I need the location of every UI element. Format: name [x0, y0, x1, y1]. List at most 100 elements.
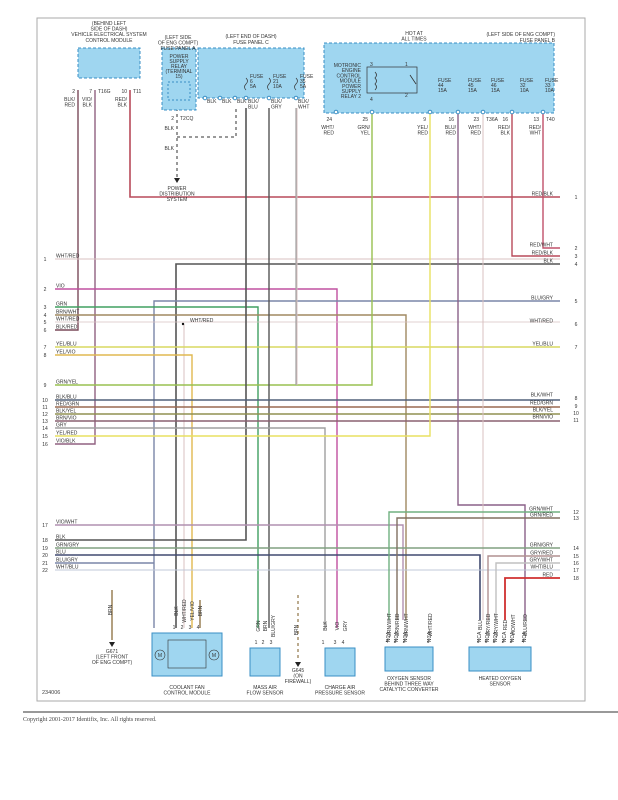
left-wire-number: 10	[42, 398, 48, 404]
relay-coil-icon	[374, 71, 377, 91]
left-wire-number: 18	[42, 538, 48, 544]
heated_o2-nca: NCA	[485, 631, 491, 642]
maf-box	[249, 647, 281, 677]
vesc-pin-wire: RED/	[115, 97, 128, 103]
heated_o2-pin-number: 6	[485, 639, 488, 645]
fuse-panel-b-wire: BLU/	[445, 125, 457, 131]
left-wire-number: 16	[42, 442, 48, 448]
charge_air-name: CHARGE AIR	[325, 685, 356, 691]
left-wire-label: VIO/BLK	[56, 439, 76, 445]
wire-gry-red-15	[487, 555, 560, 620]
fuse-panel-a-box	[161, 47, 197, 111]
fuse-panel-b-fuse: 46	[491, 83, 497, 89]
left-wire-number: 2	[44, 287, 47, 293]
wire-grn-3	[55, 306, 259, 628]
heated_o2-box	[468, 646, 532, 672]
panel-a-connector-id: T2CQ	[180, 116, 193, 122]
o2_behind-pin-wire: GRN/WHT	[387, 613, 393, 637]
o2_behind-pin-number: 1	[427, 639, 430, 645]
ecm-power-relay-label: ENGINE	[342, 68, 362, 74]
fuse-panel-c-fuse: 21	[273, 79, 279, 85]
wire-vio-blk-16	[55, 90, 96, 445]
right-wire-number: 11	[573, 418, 578, 424]
g645-label: G645	[292, 668, 304, 674]
right-wire-number: 13	[573, 516, 579, 522]
right-wire-number: 14	[573, 546, 579, 552]
fuse-panel-b-pin: 24	[326, 117, 332, 123]
left-wire-label: WHT/RED	[56, 317, 80, 323]
terminal-icon	[369, 109, 375, 115]
wire-blk-blu-18	[55, 108, 247, 541]
right-wire-label: BLK/WHT	[531, 393, 553, 399]
coolant_fan-pin-wire: BLK	[174, 606, 180, 616]
fuse-panel-b-fuse: FUSE	[520, 78, 534, 84]
o2_behind-nca: NCA	[403, 631, 409, 642]
fuse-panel-b-fuse: 10A	[520, 88, 530, 94]
right-wire-label: GRN/RED	[530, 513, 553, 519]
coolant_fan-name: CONTROL MODULE	[163, 691, 211, 697]
left-wire-label: GRY	[56, 423, 67, 429]
right-wire-number: 5	[575, 299, 578, 305]
copyright-text: Copyright 2001-2017 Identifix, Inc. All …	[23, 717, 157, 723]
labels-layer: 1WHT/RED2VIO3GRN4BRN/WHT5WHT/RED6BLK/RED…	[42, 21, 579, 697]
left-wire-number: 4	[44, 313, 47, 319]
left-wire-number: 17	[42, 523, 48, 529]
right-wire-number: 16	[573, 561, 579, 567]
heated_o2-pin-wire: BLU	[478, 620, 484, 630]
wire-blu-red	[457, 108, 526, 620]
right-wire-number: 7	[575, 345, 578, 351]
heated_o2-nca: NCA	[477, 631, 483, 642]
o2_behind-nca: NCA	[427, 631, 433, 642]
left-wire-number: 6	[44, 328, 47, 334]
maf-pin-wire: BLU/GRY	[271, 614, 277, 637]
fuse-panel-b-wire: RED/	[529, 125, 542, 131]
coolant_fan-name: COOLANT FAN	[169, 685, 205, 691]
maf-pin-number: 1	[255, 640, 258, 646]
wire-red-wht-2	[542, 108, 560, 249]
fuse-panel-b-fuse: 15A	[438, 88, 448, 94]
maf-pin-wire: BRN	[263, 620, 269, 631]
fuse-panel-c-wire: BLU	[248, 105, 258, 111]
fuse-panel-b-location: (LEFT SIDE OF ENG COMPT)	[486, 32, 555, 38]
fuse-panel-b-pin: 23	[473, 117, 479, 123]
vesc-location: (BEHIND LEFT	[92, 21, 126, 27]
left-wire-label: VIO	[56, 284, 65, 290]
wire-brn-wht-4	[55, 314, 407, 620]
fuse-panel-b-box	[323, 42, 555, 114]
left-wire-label: VIO/WHT	[56, 520, 77, 526]
coolant_fan-pin-wire: WHT/RED	[182, 599, 188, 623]
wire-blu-20	[55, 554, 481, 620]
fuse-panel-c-wire: BLK	[207, 99, 217, 105]
right-wire-number: 15	[573, 554, 579, 560]
left-wire-number: 3	[44, 305, 47, 311]
wire-vio-wht-17	[55, 524, 404, 620]
fuse-panel-b-wire: RED/	[498, 125, 511, 131]
o2_behind-pin-wire: GRN/RED	[395, 613, 401, 636]
fuse-panel-b-wire: BLK	[501, 131, 511, 137]
right-wire-number: 2	[575, 246, 578, 252]
heated_o2-pin-wire: RED	[503, 619, 509, 630]
right-wire-label: BLK/YEL	[533, 408, 554, 414]
left-wire-label: YEL/VIO	[56, 350, 76, 356]
vesc-pin-number: 10	[121, 89, 127, 95]
ground-icon	[295, 662, 301, 667]
vesc-connector-id: T16G	[98, 89, 111, 95]
g671-wire: BRN	[108, 604, 114, 615]
heated_o2-pin-number: 4	[522, 639, 525, 645]
right-wire-number: 10	[573, 411, 579, 417]
terminal-icon	[202, 95, 208, 101]
right-wire-label: BRN/VIO	[532, 415, 553, 421]
fuse-icon	[244, 77, 248, 91]
power-supply-relay-label: (TERMINAL	[166, 69, 193, 75]
fuse-panel-b-wire: YEL	[361, 131, 371, 137]
g671-label: (LEFT FRONT	[96, 655, 128, 661]
wire-red-blk-1	[129, 90, 560, 198]
heated_o2-pin-number: 5	[493, 639, 496, 645]
o2_behind-nca: NCA	[394, 631, 400, 642]
fuse-panel-b-wire: RED	[323, 131, 334, 137]
left-wire-number: 19	[42, 546, 48, 552]
maf-pin-wire: GRN	[256, 620, 262, 632]
o2_behind-name: BEHIND THREE WAY	[384, 682, 434, 688]
fan-module-inner	[167, 639, 207, 669]
left-wire-label: GRN	[56, 302, 68, 308]
